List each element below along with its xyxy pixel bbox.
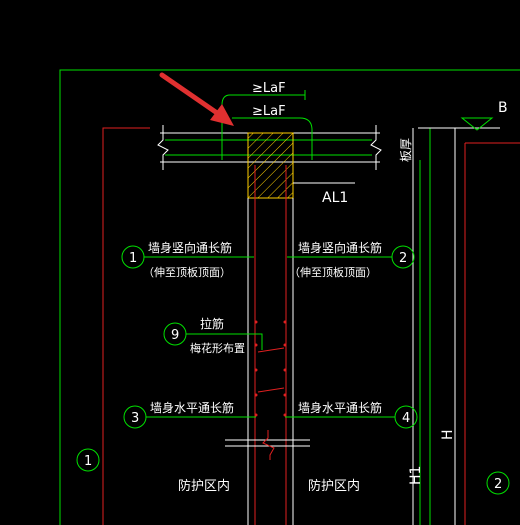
callout-9-number: 9	[171, 328, 179, 343]
tie-bar-dots	[254, 320, 287, 417]
callout-4-line1: 墙身水平通长筋	[298, 400, 382, 415]
callout-3-line1: 墙身水平通长筋	[150, 400, 234, 415]
zone-right-label: 防护区内	[308, 478, 360, 494]
right-marker-number: 2	[494, 477, 502, 492]
right-rebar-hook	[299, 117, 313, 160]
left-marker-number: 1	[84, 454, 92, 469]
callout-9-line1: 拉筋	[200, 316, 224, 331]
wall-break-zigzag	[262, 430, 275, 460]
callout-1-number: 1	[129, 251, 137, 266]
right-marker-circle	[486, 471, 510, 495]
h-label: H	[440, 429, 456, 440]
callout-3-number: 3	[131, 411, 139, 426]
callout-4-number: 4	[402, 411, 410, 426]
laf-lower-label: ≥LaF	[252, 104, 286, 119]
zone-left-label: 防护区内	[178, 478, 230, 494]
pointer-arrow-head	[210, 104, 234, 126]
callout-9-leader	[186, 333, 263, 350]
pointer-arrow-shaft	[159, 72, 223, 118]
left-marker-circle	[76, 448, 100, 472]
slab-break-left	[157, 125, 169, 170]
al1-label: AL1	[322, 190, 348, 206]
callout-2-line2: （伸至顶板顶面）	[289, 265, 377, 279]
level-b-triangle	[460, 117, 494, 131]
callout-1-line2: （伸至顶板顶面）	[143, 265, 231, 279]
tie-bar-1	[257, 347, 285, 353]
level-b-label: B	[498, 100, 508, 116]
laf-upper-label: ≥LaF	[252, 81, 286, 96]
callout-9-line2: 梅花形布置	[190, 341, 245, 355]
tie-bar-2	[257, 387, 285, 393]
slab-break-right	[370, 125, 382, 170]
left-rebar-hook	[221, 94, 231, 160]
callout-1-line1: 墙身竖向通长筋	[148, 240, 232, 255]
callout-2-number: 2	[399, 251, 407, 266]
outer-frame	[59, 69, 520, 525]
h1-label: H1	[408, 466, 424, 485]
left-red-wall-line	[102, 127, 150, 525]
slab-thickness-label: 板厚	[399, 138, 413, 162]
callout-2-line1: 墙身竖向通长筋	[298, 240, 382, 255]
